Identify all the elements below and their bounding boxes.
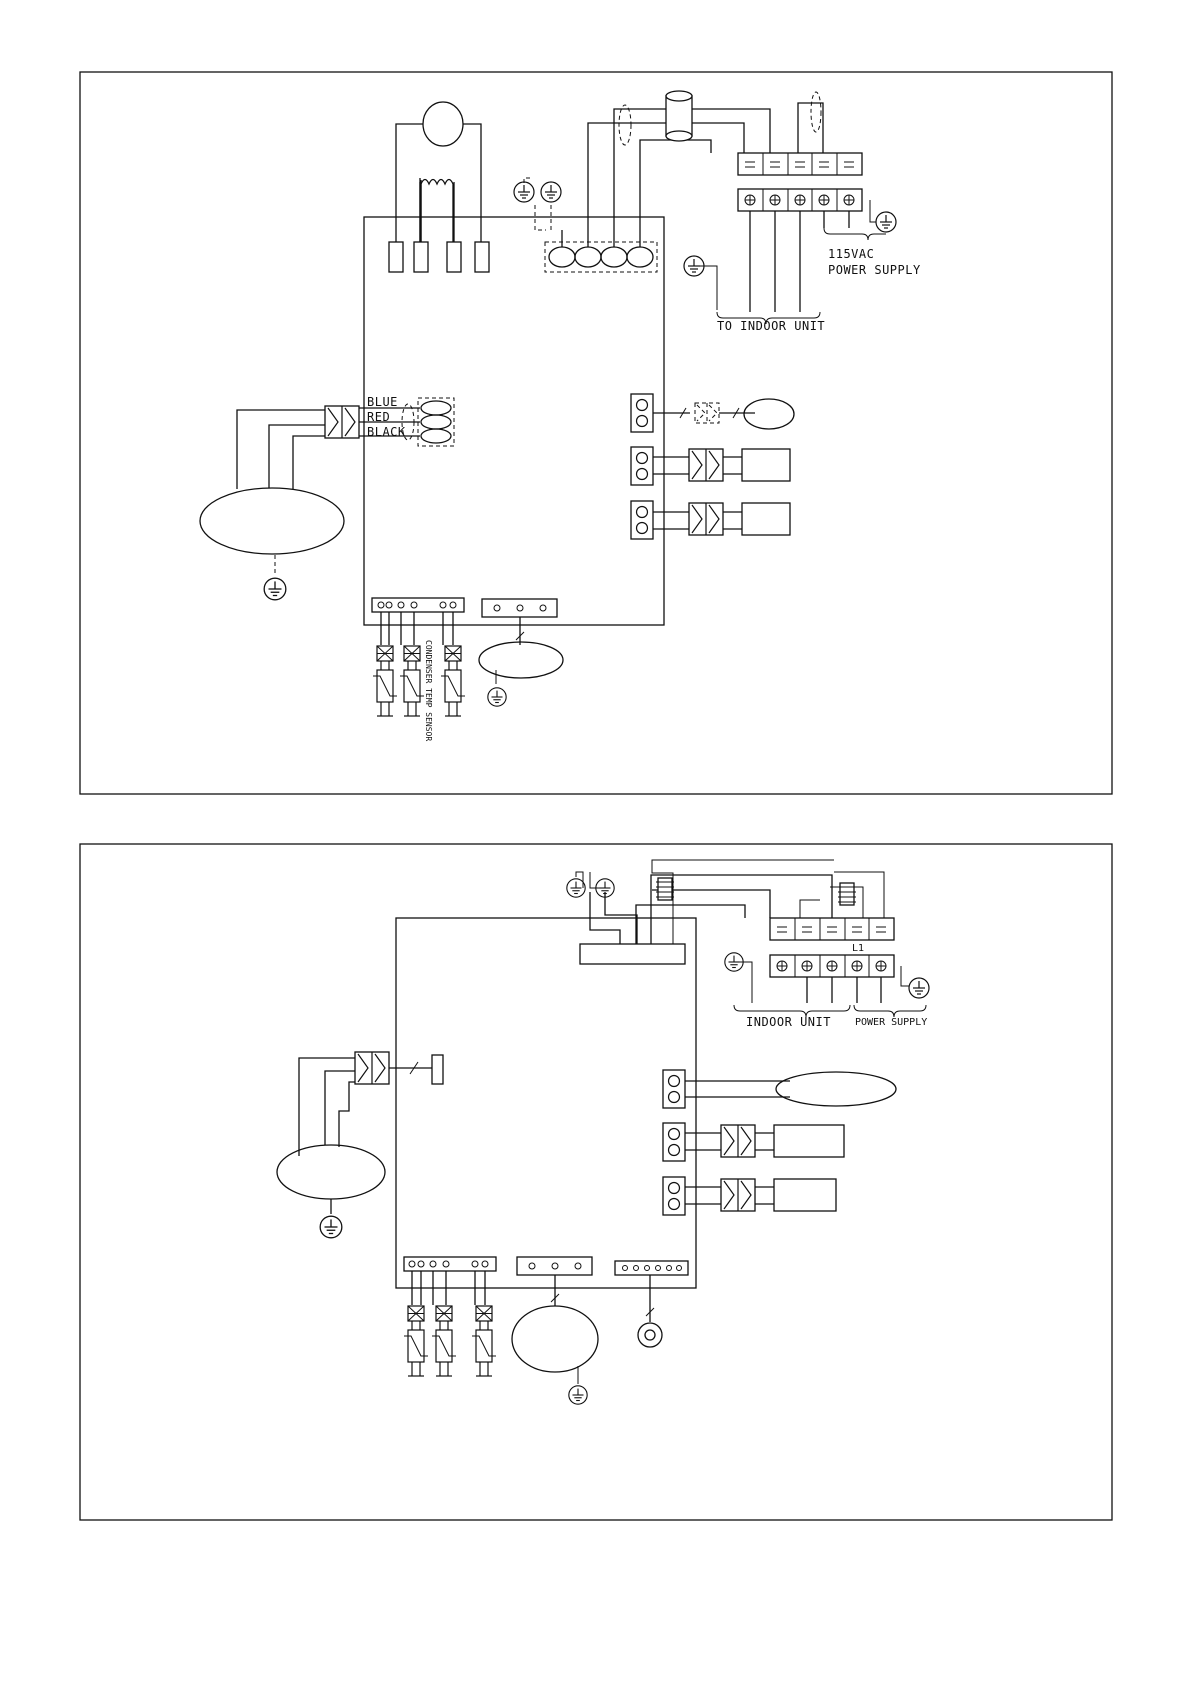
temp-sensor-icon bbox=[432, 1306, 456, 1376]
ground-icon bbox=[488, 688, 506, 706]
control-board-2 bbox=[396, 918, 696, 1288]
board-1-component-ellipse bbox=[744, 399, 794, 429]
temp-sensor-icon bbox=[472, 1306, 496, 1376]
temp-sensor-icon bbox=[400, 646, 424, 716]
connector-icon bbox=[721, 1179, 755, 1211]
connector-icon bbox=[689, 503, 723, 535]
supply-voltage-label: 115VAC bbox=[828, 247, 874, 261]
temp-sensor-icon bbox=[441, 646, 465, 716]
connector-icon bbox=[689, 449, 723, 481]
ground-icon bbox=[876, 212, 896, 232]
board-2-top-strip bbox=[580, 944, 685, 964]
capacitor-1 bbox=[396, 102, 481, 243]
board-2-socket-top bbox=[663, 1070, 685, 1108]
terminal-block-1 bbox=[738, 153, 862, 211]
board-1-bottom-motor bbox=[479, 642, 563, 678]
inline-connector-dashed bbox=[695, 403, 719, 423]
connector-icon bbox=[355, 1052, 389, 1084]
control-board-1 bbox=[364, 217, 664, 625]
ground-icon bbox=[569, 1386, 587, 1404]
board-2-round-sensor bbox=[638, 1323, 662, 1347]
board-1-component-box-1 bbox=[742, 449, 790, 481]
board-2-header-6pin bbox=[615, 1261, 688, 1275]
board-1-sensor-header bbox=[372, 598, 464, 612]
wiring-diagram-2: L1 INDOOR UNIT POWER SUPPLY bbox=[80, 844, 1112, 1520]
board-1-socket-middle bbox=[631, 447, 653, 485]
board-1-header-3pin bbox=[482, 599, 557, 617]
board-1-component-box-2 bbox=[742, 503, 790, 535]
board-2-motor-ellipse bbox=[277, 1145, 385, 1199]
condenser-sensor-label: CONDENSER TEMP SENSOR bbox=[424, 640, 433, 741]
board-2-left-terminal bbox=[432, 1055, 443, 1084]
wire-red-label: RED bbox=[367, 410, 390, 424]
wire-black-label: BLACK bbox=[367, 425, 406, 439]
temp-sensor-icon bbox=[404, 1306, 428, 1376]
board-2-bottom-motor bbox=[512, 1306, 598, 1372]
ground-icon bbox=[567, 879, 585, 897]
indoor-unit-label: INDOOR UNIT bbox=[746, 1015, 831, 1029]
board-1-socket-top bbox=[631, 394, 653, 432]
ground-icon bbox=[320, 1216, 342, 1238]
board-1-socket-bottom bbox=[631, 501, 653, 539]
ground-icon bbox=[541, 182, 561, 202]
ferrite-core-1 bbox=[666, 91, 692, 141]
wire-blue-label: BLUE bbox=[367, 395, 398, 409]
ferrite-coil-icon bbox=[656, 878, 674, 900]
connector-icon bbox=[721, 1125, 755, 1157]
board-1-motor-ellipse bbox=[200, 488, 344, 554]
ground-icon bbox=[909, 978, 929, 998]
board-2-sensor-header bbox=[404, 1257, 496, 1271]
ground-icon bbox=[514, 182, 534, 202]
connector-icon bbox=[325, 406, 359, 438]
diagram-1-frame bbox=[80, 72, 1112, 794]
board-2-socket-middle bbox=[663, 1123, 685, 1161]
board-2-component-box-2 bbox=[774, 1179, 836, 1211]
board-1-wire-terminals bbox=[418, 398, 454, 446]
board-1-top-terminals bbox=[389, 182, 489, 272]
ferrite-coil-icon bbox=[838, 883, 856, 905]
board-2-component-ellipse bbox=[776, 1072, 896, 1106]
power-supply-label: POWER SUPPLY bbox=[828, 263, 921, 277]
board-2-component-box-1 bbox=[774, 1125, 844, 1157]
board-2-header-3pin bbox=[517, 1257, 592, 1275]
power-supply-label-2: POWER SUPPLY bbox=[855, 1017, 927, 1028]
board-2-socket-bottom bbox=[663, 1177, 685, 1215]
to-indoor-unit-label: TO INDOOR UNIT bbox=[717, 319, 825, 333]
terminal-block-2: L1 bbox=[770, 918, 894, 977]
temp-sensor-icon bbox=[373, 646, 397, 716]
terminal-l1-label: L1 bbox=[852, 943, 864, 954]
ground-icon bbox=[264, 578, 286, 600]
wiring-diagram-1: 115VAC POWER SUPPLY TO INDOOR UNIT bbox=[80, 72, 1112, 794]
